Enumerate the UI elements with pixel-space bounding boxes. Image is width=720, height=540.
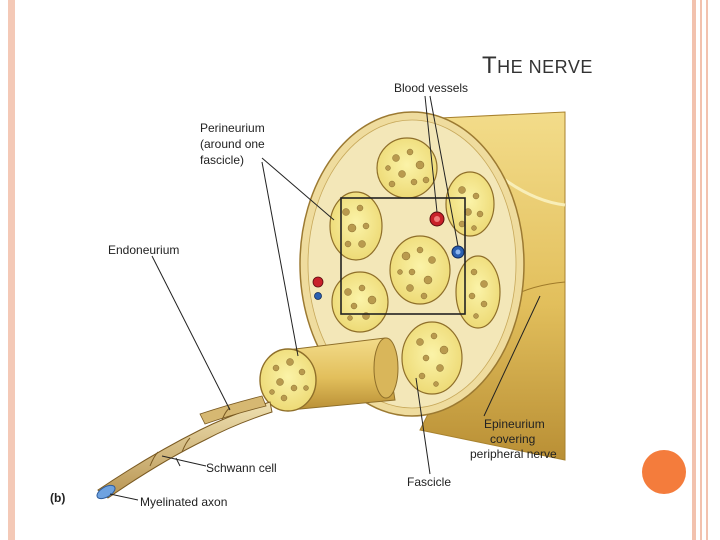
pulled-fascicle — [259, 337, 399, 412]
left-frame-stripe — [8, 0, 15, 540]
zoom-box — [340, 197, 466, 315]
label-fascicle: Fascicle — [407, 475, 451, 489]
slide-title: THE NERVE — [482, 52, 593, 80]
blood-vessel-icons — [312, 211, 465, 300]
title-rest: HE NERVE — [497, 57, 593, 77]
accent-circle — [642, 450, 686, 494]
right-frame-stripe-thin — [700, 0, 702, 540]
axon-strands — [96, 395, 273, 500]
label-myelinated-axon: Myelinated axon — [140, 495, 227, 509]
label-epineurium-line3: peripheral nerve — [470, 447, 557, 461]
label-schwann-cell: Schwann cell — [206, 461, 277, 475]
right-frame-stripe — [692, 0, 696, 540]
label-perineurium-line3: fascicle) — [200, 153, 244, 167]
label-epineurium-line1: Epineurium — [484, 417, 545, 431]
label-perineurium-line1: Perineurium — [200, 121, 265, 135]
panel-label: (b) — [50, 491, 65, 505]
axon-dots — [342, 148, 488, 387]
label-epineurium-line2: covering — [490, 432, 535, 446]
label-perineurium-line2: (around one — [200, 137, 265, 151]
title-initial: T — [482, 52, 498, 79]
label-blood-vessels: Blood vessels — [394, 81, 468, 95]
right-frame-stripe-outer — [706, 0, 708, 540]
fascicles — [329, 137, 501, 395]
label-endoneurium: Endoneurium — [108, 243, 179, 257]
leader-lines — [109, 95, 541, 501]
